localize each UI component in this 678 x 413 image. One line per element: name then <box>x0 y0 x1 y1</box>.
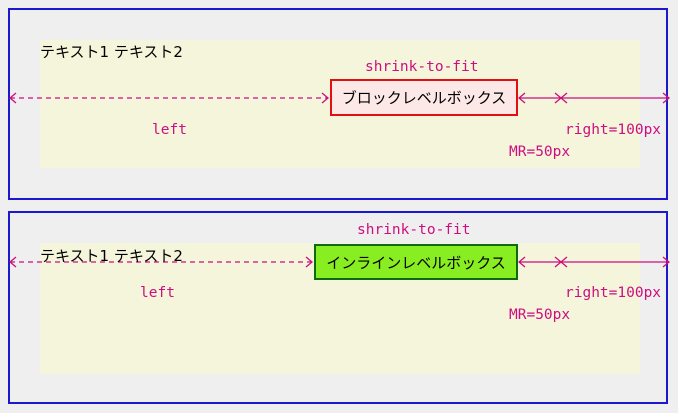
block-level-box: ブロックレベルボックス <box>330 79 518 116</box>
sample-text: テキスト1 テキスト2 <box>40 43 183 61</box>
left-arrowhead-start <box>8 92 17 104</box>
right-arrowhead-start <box>559 92 568 104</box>
right-arrowhead-end <box>662 256 671 268</box>
right-arrowhead-end <box>662 92 671 104</box>
left-label: left <box>140 285 175 301</box>
margin-right-label: MR=50px <box>509 144 571 160</box>
right-arrowhead-start <box>559 256 568 268</box>
right-label: right=100px <box>565 285 662 301</box>
left-arrowhead-end <box>321 92 330 104</box>
margin-arrowhead-start <box>517 256 526 268</box>
inline-arrows <box>8 256 671 268</box>
left-label: left <box>152 122 187 138</box>
left-arrowhead-start <box>8 256 17 268</box>
inline-level-box: インラインレベルボックス <box>314 244 518 280</box>
right-label: right=100px <box>565 122 662 138</box>
sample-text: テキスト1 テキスト2 <box>40 247 183 265</box>
margin-right-label: MR=50px <box>509 307 571 323</box>
left-arrowhead-end <box>305 256 314 268</box>
block-arrows <box>8 92 671 104</box>
block-level-panel <box>8 8 668 200</box>
shrink-to-fit-label: shrink-to-fit <box>357 222 471 238</box>
margin-arrowhead-start <box>517 92 526 104</box>
shrink-to-fit-label: shrink-to-fit <box>365 59 479 75</box>
